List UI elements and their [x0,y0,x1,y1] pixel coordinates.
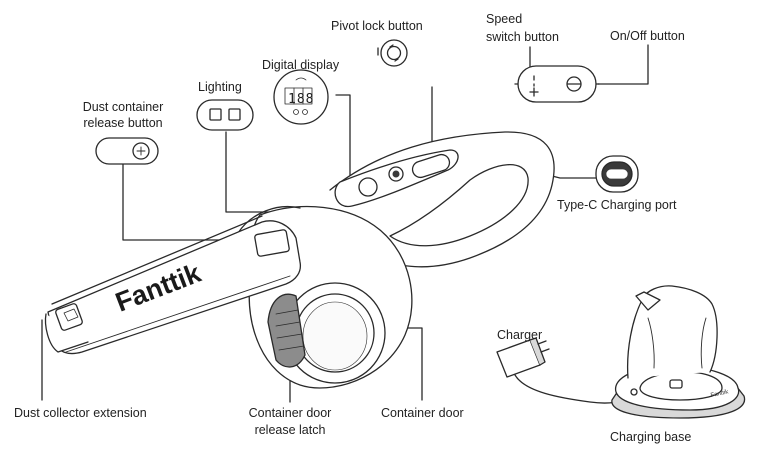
label-speed-switch-line2: switch button [486,30,559,44]
speed-power-callout [514,65,600,103]
label-charging-base: Charging base [610,430,692,444]
digital-display-callout [273,69,329,125]
label-on-off: On/Off button [610,29,685,43]
charging-base-illustration [611,285,746,419]
charger-illustration [496,337,636,404]
vacuum-body [44,131,555,389]
label-dust-release-line2: release button [83,116,163,130]
label-digital-display: Digital display [262,58,340,72]
label-type-c: Type-C Charging port [557,198,677,212]
pivot-lock-callout [380,39,408,67]
label-container-door: Container door [381,406,464,420]
label-door-latch-line2: release latch [254,423,326,437]
display-readout: 188 [288,92,314,107]
dust-release-callout [95,137,159,165]
type-c-callout [595,155,639,193]
label-charger: Charger [497,328,543,342]
label-pivot-lock: Pivot lock button [331,19,423,33]
label-speed-switch-line1: Speed [486,12,523,26]
label-lighting: Lighting [198,80,242,94]
base-logo: Fanttik [710,389,730,399]
label-dust-collector: Dust collector extension [14,406,147,420]
label-dust-release-line1: Dust container [82,100,164,114]
lighting-callout [196,99,254,131]
label-door-latch-line1: Container door [248,406,332,420]
